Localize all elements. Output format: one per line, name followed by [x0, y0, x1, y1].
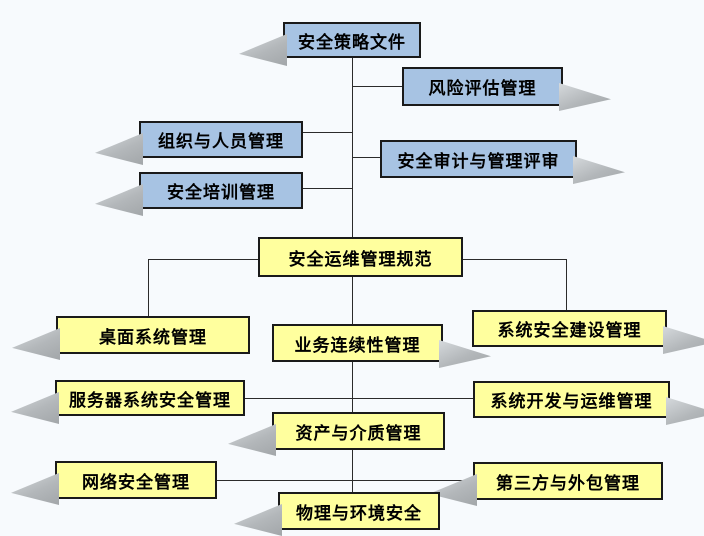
shadow-wedge: [573, 156, 625, 184]
node-system-security-construction-mgmt: 系统安全建设管理: [472, 310, 704, 354]
node-security-ops-mgmt-standard: 安全运维管理规范: [258, 237, 463, 277]
shadow-wedge: [239, 34, 287, 66]
connector-line: [245, 398, 473, 399]
node-label: 第三方与外包管理: [496, 473, 640, 493]
connector-line: [148, 259, 258, 260]
shadow-wedge: [663, 326, 704, 354]
node-asset-media-mgmt: 资产与介质管理: [228, 412, 445, 456]
node-label: 系统开发与运维管理: [490, 392, 653, 411]
node-label: 安全培训管理: [167, 183, 275, 202]
connector-line: [303, 132, 353, 133]
shadow-wedge: [559, 83, 611, 111]
connector-line: [352, 362, 353, 412]
node-security-audit-mgmt-review: 安全审计与管理评审: [380, 140, 625, 184]
node-risk-assessment-mgmt: 风险评估管理: [402, 67, 611, 111]
connector-line: [303, 188, 353, 189]
node-label: 风险评估管理: [428, 79, 537, 98]
shadow-wedge: [11, 473, 59, 505]
node-security-policy-document: 安全策略文件: [239, 22, 421, 66]
connector-line: [353, 86, 402, 87]
node-business-continuity-mgmt: 业务连续性管理: [272, 324, 491, 368]
connector-line: [352, 58, 353, 237]
shadow-wedge: [228, 424, 276, 456]
node-org-personnel-mgmt: 组织与人员管理: [95, 121, 303, 165]
node-desktop-system-mgmt: 桌面系统管理: [12, 316, 250, 360]
connector-line: [352, 277, 353, 324]
connector-line: [463, 259, 566, 260]
node-label: 组织与人员管理: [158, 132, 284, 151]
node-label: 业务连续性管理: [294, 335, 421, 355]
shadow-wedge: [666, 397, 704, 425]
shadow-wedge: [12, 328, 60, 360]
node-label: 安全运维管理规范: [288, 249, 433, 269]
node-system-dev-ops-mgmt: 系统开发与运维管理: [473, 381, 704, 425]
node-label: 网络安全管理: [82, 472, 190, 492]
node-server-system-security-mgmt: 服务器系统安全管理: [11, 380, 245, 424]
node-physical-environment-security: 物理与环境安全: [234, 492, 440, 536]
connector-line: [352, 450, 353, 492]
node-label: 服务器系统安全管理: [69, 390, 231, 410]
node-label: 系统安全建设管理: [497, 321, 642, 340]
node-network-security-mgmt: 网络安全管理: [11, 461, 217, 505]
shadow-wedge: [11, 392, 59, 424]
node-label: 安全策略文件: [298, 32, 406, 52]
connector-line: [217, 480, 473, 481]
connector-line: [566, 259, 567, 310]
connector-line: [148, 259, 149, 316]
connector-line: [353, 157, 380, 158]
node-label: 资产与介质管理: [295, 423, 422, 443]
node-third-party-outsourcing-mgmt: 第三方与外包管理: [429, 462, 663, 506]
shadow-wedge: [234, 504, 282, 536]
node-label: 桌面系统管理: [99, 327, 207, 347]
shadow-wedge: [95, 184, 143, 216]
node-label: 安全审计与管理评审: [397, 151, 560, 171]
shadow-wedge: [95, 133, 143, 165]
node-label: 物理与环境安全: [296, 503, 422, 523]
node-security-training-mgmt: 安全培训管理: [95, 172, 303, 216]
